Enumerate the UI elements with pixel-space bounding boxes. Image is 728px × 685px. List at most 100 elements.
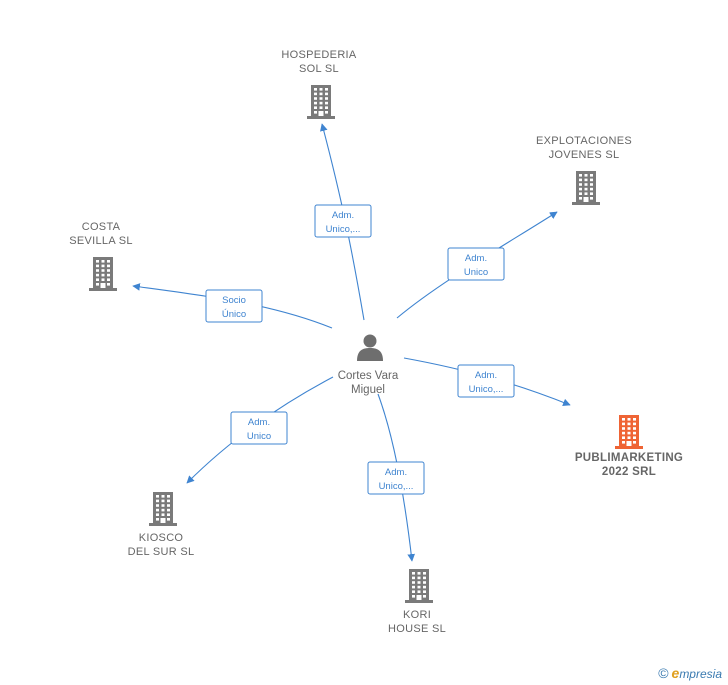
building-icon[interactable] [572, 171, 600, 205]
building-window [633, 427, 636, 430]
building-window [633, 431, 636, 435]
building-window [627, 418, 631, 421]
relation-badge-kori[interactable]: Adm.Unico,... [367, 461, 425, 495]
brand-name: mpresia [679, 667, 722, 681]
company-name-line2: 2022 SRL [602, 466, 656, 478]
building-window [96, 269, 99, 272]
building-door [318, 111, 324, 116]
relation-badge-hospederia[interactable]: Adm.Unico,... [314, 204, 372, 238]
building-window [590, 187, 593, 191]
company-name: EXPLOTACIONES [536, 135, 632, 147]
relation-role-detail: Único [222, 309, 246, 320]
building-window [633, 441, 636, 444]
building-window [314, 111, 317, 114]
building-window [590, 183, 593, 186]
building-window [325, 106, 328, 109]
building-window [167, 518, 170, 521]
building-window [161, 504, 165, 507]
building-icon[interactable] [89, 257, 117, 291]
building-icon[interactable] [615, 415, 643, 449]
building-window [161, 508, 165, 512]
building-window [622, 441, 625, 444]
building-window [325, 88, 328, 91]
building-window [314, 92, 317, 96]
building-base [89, 288, 117, 291]
building-window [627, 427, 631, 430]
building-window [584, 174, 588, 177]
person-name-line2: Miguel [351, 384, 385, 396]
building-window [314, 106, 317, 109]
company-node-kiosco[interactable]: KIOSCO DEL SUR SL [128, 492, 195, 558]
building-window [107, 283, 110, 286]
building-window [423, 595, 426, 598]
building-window [417, 581, 421, 584]
building-window [579, 197, 582, 200]
building-window [161, 499, 165, 503]
building-window [101, 269, 105, 272]
building-icon[interactable] [405, 569, 433, 603]
building-window [412, 572, 415, 575]
company-name: KORI [403, 609, 431, 621]
building-window [633, 422, 636, 426]
company-name-line2: DEL SUR SL [128, 546, 195, 558]
company-node-kori[interactable]: KORI HOUSE SL [388, 569, 446, 635]
building-window [627, 436, 631, 439]
building-base [615, 446, 643, 449]
building-window [423, 576, 426, 580]
building-window [319, 106, 323, 109]
relation-badge-explotaciones[interactable]: Adm.Unico [447, 247, 505, 281]
relation-role: Adm. [332, 210, 354, 221]
relation-badge-kiosco[interactable]: Adm.Unico [230, 411, 288, 445]
company-name-line2: SEVILLA SL [69, 235, 133, 247]
brand-logo[interactable]: empresia [672, 665, 722, 681]
building-window [579, 192, 582, 195]
building-window [590, 174, 593, 177]
building-icon[interactable] [307, 85, 335, 119]
building-window [412, 576, 415, 580]
building-window [584, 178, 588, 182]
building-window [423, 572, 426, 575]
building-window [325, 92, 328, 96]
building-window [417, 572, 421, 575]
building-window [417, 576, 421, 580]
footer-credit: © empresia [658, 665, 722, 681]
building-base [307, 116, 335, 119]
relation-role-detail: Unico,... [469, 384, 504, 395]
building-window [167, 504, 170, 507]
person-icon[interactable] [357, 334, 383, 362]
building-window [161, 495, 165, 498]
building-window [633, 418, 636, 421]
relation-role: Adm. [385, 467, 407, 478]
building-window [101, 264, 105, 268]
building-window [156, 504, 159, 507]
relation-role-detail: Unico [464, 267, 488, 278]
relation-role: Socio [222, 295, 246, 306]
person-name: Cortes Vara [338, 370, 399, 382]
relation-role: Adm. [248, 417, 270, 428]
building-window [156, 499, 159, 503]
building-door [626, 441, 632, 446]
building-window [156, 495, 159, 498]
edges-layer: Adm.Unico,...Adm.UnicoSocioÚnicoAdm.Unic… [132, 123, 571, 562]
building-window [167, 513, 170, 516]
building-window [417, 590, 421, 593]
building-window [325, 101, 328, 105]
company-name: KIOSCO [139, 532, 184, 544]
building-window [96, 283, 99, 286]
building-door [100, 283, 106, 288]
building-window [579, 187, 582, 191]
relation-badge-publimarketing[interactable]: Adm.Unico,... [457, 364, 515, 398]
company-name-line2: HOUSE SL [388, 623, 446, 635]
building-window [96, 273, 99, 277]
building-icon[interactable] [149, 492, 177, 526]
building-window [412, 585, 415, 589]
building-window [101, 278, 105, 281]
company-name-line2: SOL SL [299, 63, 339, 75]
copyright-symbol: © [658, 665, 669, 681]
